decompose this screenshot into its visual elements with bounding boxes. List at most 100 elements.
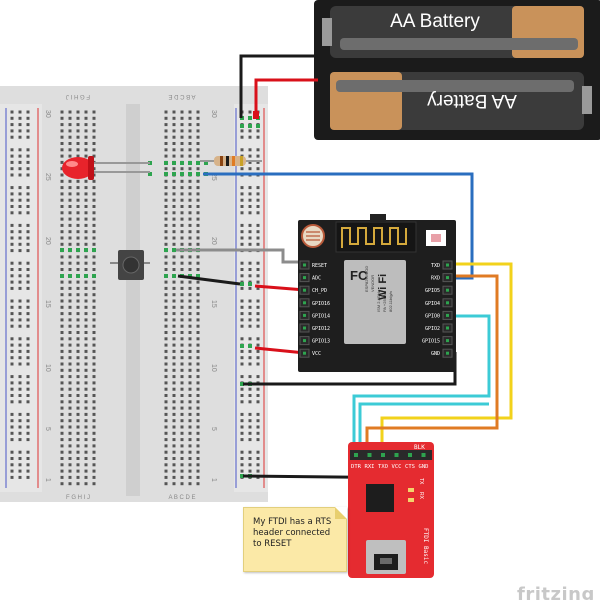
rail-hole — [240, 425, 244, 429]
breadboard-hole — [172, 394, 176, 397]
breadboard-hole — [188, 110, 192, 114]
rail-hole — [18, 249, 22, 253]
rail-hole — [10, 160, 14, 164]
esp-right-pin-dot — [446, 313, 449, 317]
esp-module-line-2: VENDOR — [370, 275, 375, 292]
rail-hole — [18, 356, 22, 360]
breadboard-hole — [76, 186, 80, 190]
breadboard-hole — [92, 230, 96, 234]
rail-hole — [26, 186, 30, 190]
rail-hole — [26, 211, 30, 215]
ftdi-pin-label: CTS — [405, 464, 415, 470]
breadboard-hole — [76, 444, 80, 448]
breadboard-hole-active — [76, 274, 80, 278]
breadboard-hole — [84, 331, 88, 334]
breadboard-hole — [76, 142, 80, 145]
rail-hole — [10, 431, 14, 435]
wire-battery-red — [254, 78, 318, 118]
breadboard-hole — [60, 457, 64, 460]
rail-hole — [10, 425, 14, 429]
breadboard-hole — [76, 482, 80, 486]
breadboard-hole — [164, 135, 168, 139]
breadboard-hole — [92, 261, 96, 265]
breadboard-hole — [188, 419, 192, 423]
breadboard-hole — [172, 438, 176, 442]
breadboard-hole — [68, 482, 72, 486]
breadboard-hole — [92, 444, 96, 448]
rail-hole — [18, 223, 22, 227]
rail-hole — [26, 236, 30, 240]
breadboard-hole — [180, 280, 184, 284]
rail-hole — [26, 242, 30, 246]
esp-module-line-5: 802.11b/g/n — [388, 291, 393, 312]
rail-hole — [26, 173, 30, 177]
rail-hole — [256, 387, 260, 391]
breadboard-hole — [196, 475, 200, 479]
breadboard-hole — [68, 223, 72, 227]
rail-hole — [26, 312, 30, 316]
breadboard-hole — [172, 230, 176, 234]
breadboard-hole — [76, 286, 80, 290]
breadboard-hole — [188, 444, 192, 448]
breadboard-hole — [84, 268, 88, 271]
rail-hole — [18, 230, 22, 234]
rail-hole — [26, 110, 30, 114]
breadboard-hole — [92, 305, 96, 309]
row-number-5-right: 5 — [210, 427, 217, 431]
breadboard-hole — [84, 457, 88, 460]
breadboard-hole — [92, 123, 96, 127]
breadboard-hole — [180, 123, 184, 127]
breadboard-hole-active — [148, 172, 152, 176]
breadboard-hole — [180, 154, 184, 158]
breadboard-hole — [92, 154, 96, 158]
breadboard-hole — [164, 312, 168, 316]
breadboard-hole — [196, 438, 200, 442]
breadboard-hole — [172, 318, 176, 322]
breadboard-hole — [180, 261, 184, 265]
breadboard-hole — [76, 261, 80, 265]
rail-hole — [248, 356, 252, 360]
esp-right-pin-dot — [446, 339, 449, 343]
breadboard-hole — [76, 116, 80, 120]
esp-right-pin-label: GPIO0 — [425, 313, 440, 319]
rail-hole — [256, 469, 260, 473]
ftdi-pin-label: TXO — [378, 464, 388, 470]
rail-hole — [10, 192, 14, 196]
breadboard-hole — [164, 349, 168, 353]
breadboard-hole — [92, 255, 96, 259]
wire-yellow-txd — [380, 262, 513, 456]
breadboard-hole — [68, 230, 72, 234]
breadboard-hole — [172, 268, 176, 271]
rail-hole — [26, 469, 30, 473]
breadboard-hole-active — [68, 274, 72, 278]
rail-hole — [26, 425, 30, 429]
breadboard-hole — [76, 148, 80, 152]
breadboard-hole — [68, 205, 72, 208]
breadboard-hole — [60, 312, 64, 316]
wire-cyan-gpio0 — [352, 314, 491, 456]
breadboard-hole — [60, 280, 64, 284]
wire-grey-reset — [176, 248, 305, 264]
breadboard-hole — [196, 381, 200, 385]
breadboard-hole — [196, 318, 200, 322]
breadboard-hole-active — [68, 248, 72, 252]
breadboard-hole — [60, 173, 64, 177]
breadboard-hole — [92, 116, 96, 120]
rail-hole — [240, 337, 244, 341]
rail-hole — [18, 305, 22, 309]
breadboard-hole — [60, 186, 64, 190]
breadboard-hole — [196, 463, 200, 467]
breadboard-hole-active — [180, 161, 184, 165]
breadboard-hole-active — [164, 274, 168, 278]
rail-hole — [18, 438, 22, 442]
rail-hole — [10, 211, 14, 215]
resistor — [200, 156, 262, 166]
breadboard-hole — [76, 457, 80, 460]
rail-hole — [248, 268, 252, 271]
breadboard-hole — [84, 438, 88, 442]
breadboard-hole — [164, 148, 168, 152]
breadboard-hole — [172, 312, 176, 316]
breadboard-hole — [188, 375, 192, 379]
